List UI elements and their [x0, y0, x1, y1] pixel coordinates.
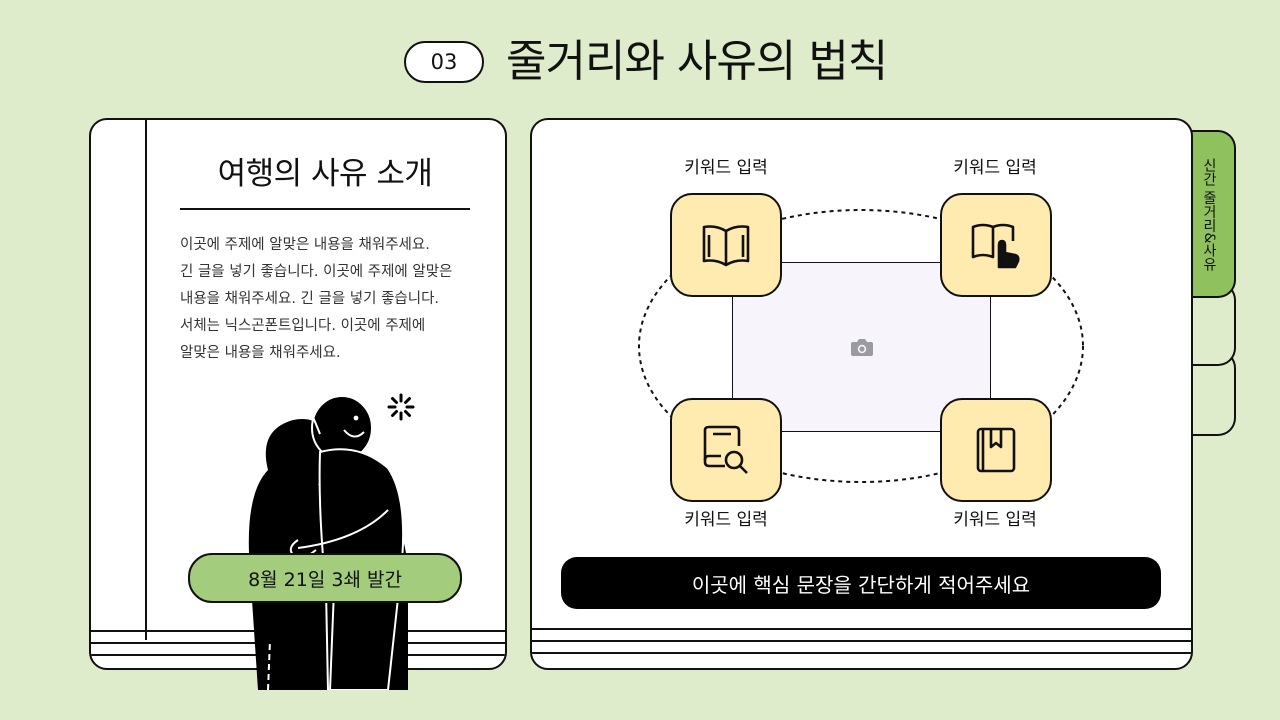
keyword-label-4: 키워드 입력 — [953, 510, 1037, 530]
keyword-node-2[interactable] — [940, 193, 1052, 297]
left-panel-title: 여행의 사유 소개 — [217, 156, 433, 192]
keyword-label-3: 키워드 입력 — [684, 510, 768, 530]
keyword-node-4[interactable] — [940, 398, 1052, 502]
publish-date-pill: 8월 21일 3쇄 발간 — [188, 553, 462, 603]
book-page-edges — [532, 628, 1191, 668]
book-spine — [145, 120, 147, 640]
embracing-figures-illustration — [248, 395, 408, 690]
open-book-icon — [702, 225, 750, 267]
book-search-icon — [703, 425, 748, 474]
keyword-node-1[interactable] — [670, 193, 782, 297]
left-panel-description: 이곳에 주제에 알맞은 내용을 채워주세요. 긴 글을 넣기 좋습니다. 이곳에… — [180, 237, 453, 361]
key-sentence-bar: 이곳에 핵심 문장을 간단하게 적어주세요 — [561, 557, 1161, 609]
title-divider — [180, 208, 470, 210]
sparkle-icon — [387, 393, 415, 421]
camera-icon — [850, 339, 873, 356]
section-number-badge: 03 — [404, 41, 484, 83]
bookmark-book-icon — [976, 427, 1016, 473]
book-pointer-icon — [971, 223, 1020, 269]
side-tab-label: 신간 줄거리&사유 — [1201, 158, 1217, 272]
keyword-label-1: 키워드 입력 — [684, 158, 768, 178]
keyword-label-2: 키워드 입력 — [953, 158, 1037, 178]
page-title: 줄거리와 사유의 법칙 — [506, 36, 888, 87]
keyword-node-3[interactable] — [670, 398, 782, 502]
